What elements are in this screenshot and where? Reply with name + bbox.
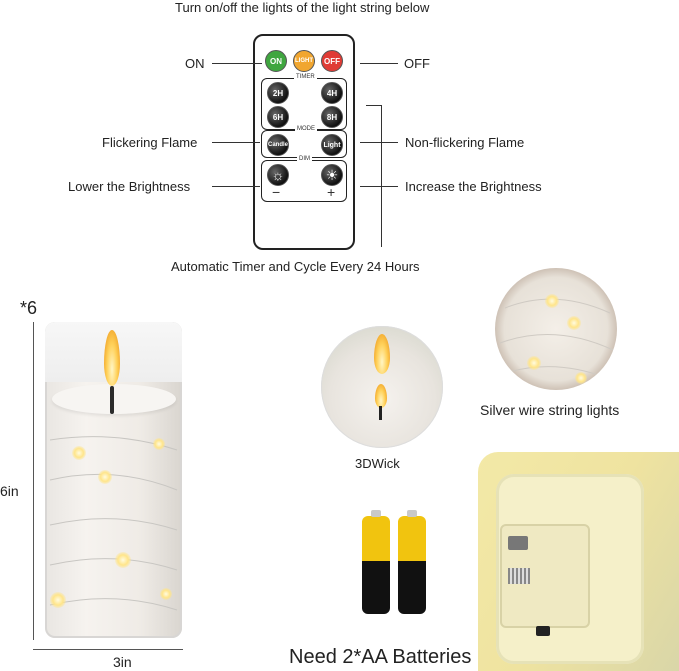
3dwick-photo: [321, 326, 443, 448]
led-light: [115, 552, 131, 568]
mode-title: MODE: [295, 126, 317, 132]
timer-8h-button[interactable]: 8H: [321, 106, 343, 128]
lower-brightness-label: Lower the Brightness: [68, 179, 191, 194]
led-light: [575, 372, 587, 384]
dim-title: DIM: [297, 156, 312, 162]
led-light: [567, 316, 581, 330]
timer-bracket: [381, 105, 382, 247]
3dwick-caption: 3DWick: [355, 456, 400, 471]
light-mode-button[interactable]: Light: [321, 134, 343, 156]
leader-line: [360, 142, 398, 143]
power-switch: [536, 626, 550, 636]
dim-down-button[interactable]: ☼: [267, 164, 289, 186]
on-button[interactable]: ON: [265, 50, 287, 72]
string-lights-wire: [49, 436, 178, 611]
led-light: [50, 592, 66, 608]
top-caption: Turn on/off the lights of the light stri…: [175, 0, 430, 15]
battery-contact-icon: [508, 536, 528, 550]
minus-symbol: −: [272, 184, 281, 200]
flickering-label: Flickering Flame: [102, 135, 198, 150]
timer-bracket-top: [366, 105, 382, 106]
timer-2h-button[interactable]: 2H: [267, 82, 289, 104]
flame-image: [375, 384, 387, 408]
battery-caption: Need 2*AA Batteries: [289, 646, 472, 668]
wire-icon: [499, 298, 614, 379]
flame-image: [374, 334, 390, 374]
on-label: ON: [185, 56, 205, 71]
off-button[interactable]: OFF: [321, 50, 343, 72]
wax-top: [52, 384, 176, 414]
candle-mode-button[interactable]: Candle: [267, 134, 289, 156]
dim-up-button[interactable]: ☀: [321, 164, 343, 186]
string-lights-photo: [495, 268, 617, 390]
led-light: [153, 438, 165, 450]
leader-line: [360, 63, 398, 64]
light-button[interactable]: LIGHT: [293, 50, 315, 72]
non-flickering-label: Non-flickering Flame: [405, 135, 525, 150]
led-light: [98, 470, 112, 484]
wick-image: [379, 406, 382, 420]
led-light: [545, 294, 559, 308]
timer-4h-button[interactable]: 4H: [321, 82, 343, 104]
timer-caption: Automatic Timer and Cycle Every 24 Hours: [171, 259, 420, 274]
leader-line: [212, 63, 262, 64]
remote-control: ON LIGHT OFF TIMER 2H 4H 6H 8H MODE Cand…: [253, 34, 355, 250]
led-light: [72, 446, 86, 460]
leader-line: [360, 186, 398, 187]
sun-icon: ☼: [271, 167, 285, 183]
sun-icon: ☀: [325, 166, 339, 183]
battery-compartment: [500, 524, 590, 628]
off-label: OFF: [404, 56, 430, 71]
aa-battery-icon: [362, 510, 390, 614]
height-dimension-line: [33, 322, 34, 640]
height-label: 6in: [0, 483, 19, 499]
battery-spring-icon: [508, 568, 530, 584]
wick-image: [110, 386, 114, 414]
led-light: [160, 588, 172, 600]
led-light: [527, 356, 541, 370]
quantity-label: *6: [20, 298, 38, 318]
flame-image: [104, 330, 120, 386]
increase-brightness-label: Increase the Brightness: [405, 179, 542, 194]
timer-title: TIMER: [294, 74, 317, 80]
width-dimension-line: [33, 649, 183, 650]
wire-caption: Silver wire string lights: [480, 402, 620, 418]
leader-line: [212, 186, 260, 187]
aa-battery-icon: [398, 510, 426, 614]
leader-line: [212, 142, 260, 143]
timer-6h-button[interactable]: 6H: [267, 106, 289, 128]
width-label: 3in: [113, 654, 132, 670]
plus-symbol: +: [327, 184, 336, 200]
